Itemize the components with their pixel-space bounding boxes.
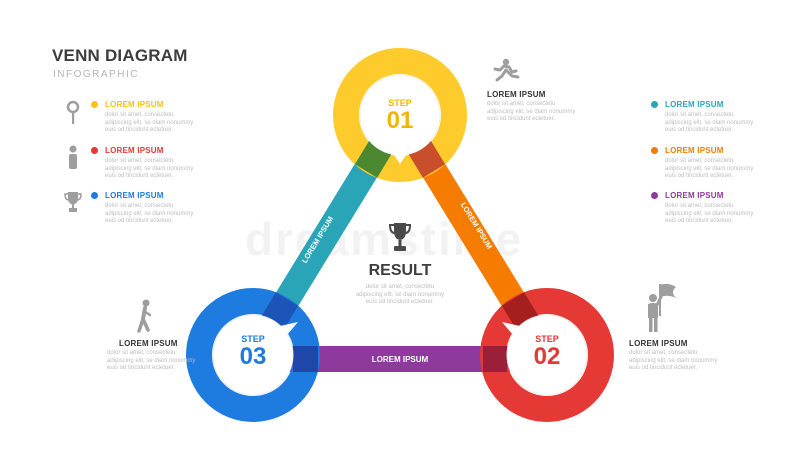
page-subtitle: INFOGRAPHIC <box>53 69 139 80</box>
body-line: dolor sit amet, consectetu <box>105 112 174 118</box>
body-line: adipiscing elit, se diam nonummy <box>107 357 196 364</box>
right-item-3-label: LOREM IPSUM <box>665 191 724 200</box>
step-02-label-group: STEP 02 <box>507 334 587 370</box>
right-item-1-body: dolor sit amet, consectetu adipiscing el… <box>665 112 753 135</box>
body-line: dolor sit amet, consectetu <box>665 158 734 164</box>
body-line: euis od tincidunt ectetuer. <box>629 365 698 371</box>
body-line: euis od tincidunt ectetuer. <box>105 127 174 133</box>
step-02-label: STEP <box>535 334 559 344</box>
flag-person-icon <box>648 283 676 332</box>
result-trophy-icon <box>388 223 412 251</box>
body-line: dolor sit amet, consectetu <box>629 350 698 356</box>
result-body-line: adipiscing elit, se diam nonummy <box>355 291 445 298</box>
left-item-3-body: dolor sit amet, consectetu adipiscing el… <box>105 203 193 226</box>
note-left-label: LOREM IPSUM <box>119 339 178 348</box>
legend-dot-blue <box>91 192 98 199</box>
connector-label-bottom: LOREM IPSUM <box>372 355 429 364</box>
step-disc-01 <box>359 74 441 164</box>
left-item-2-body: dolor sit amet, consectetu adipiscing el… <box>105 158 193 181</box>
note-left-body: dolor sit amet, consectetu adipiscing el… <box>107 350 195 373</box>
step-01-label-group: STEP 01 <box>360 98 440 134</box>
body-line: adipiscing elit, se diam nonummy <box>105 210 194 217</box>
step-02-number: 02 <box>533 343 561 370</box>
right-item-3-body: dolor sit amet, consectetu adipiscing el… <box>665 203 753 226</box>
magnifier-icon <box>66 100 80 124</box>
runner-icon <box>493 58 520 82</box>
body-line: adipiscing elit, se diam nonummy <box>665 119 754 126</box>
step-disc-03 <box>212 314 298 396</box>
body-line: adipiscing elit, se diam nonummy <box>487 108 576 115</box>
right-item-1-label: LOREM IPSUM <box>665 100 724 109</box>
left-item-2-label: LOREM IPSUM <box>105 146 164 155</box>
body-line: adipiscing elit, se diam nonummy <box>105 165 194 172</box>
left-item-1-label: LOREM IPSUM <box>105 100 164 109</box>
note-right-label: LOREM IPSUM <box>629 339 688 348</box>
legend-dot-orange <box>651 147 658 154</box>
left-item-3-label: LOREM IPSUM <box>105 191 164 200</box>
person-icon <box>69 145 77 169</box>
body-line: dolor sit amet, consectetu <box>105 158 174 164</box>
left-item-1-body: dolor sit amet, consectetu adipiscing el… <box>105 112 193 135</box>
body-line: euis od tincidunt ectetuer. <box>105 218 174 224</box>
body-line: dolor sit amet, consectetu <box>107 350 176 356</box>
body-line: adipiscing elit, se diam nonummy <box>665 210 754 217</box>
body-line: adipiscing elit, se diam nonummy <box>105 119 194 126</box>
body-line: dolor sit amet, consectetu <box>665 203 734 209</box>
result-body-line: euis od tincidunt ectetuer. <box>365 299 435 305</box>
walker-icon <box>137 299 152 333</box>
result-body: dolor sit amet, consectetu adipiscing el… <box>330 284 470 307</box>
note-right-body: dolor sit amet, consectetu adipiscing el… <box>629 350 717 373</box>
body-line: euis od tincidunt ectetuer. <box>665 127 734 133</box>
step-03-label-group: STEP 03 <box>213 334 293 370</box>
step-01-number: 01 <box>386 107 414 134</box>
right-item-2-body: dolor sit amet, consectetu adipiscing el… <box>665 158 753 181</box>
note-top-label: LOREM IPSUM <box>487 90 546 99</box>
legend-dot-teal <box>651 101 658 108</box>
step-disc-02 <box>502 314 588 396</box>
body-line: adipiscing elit, se diam nonummy <box>665 165 754 172</box>
body-line: dolor sit amet, consectetu <box>105 203 174 209</box>
body-line: dolor sit amet, consectetu <box>665 112 734 118</box>
legend-dot-purple <box>651 192 658 199</box>
page-title: VENN DIAGRAM <box>52 46 188 65</box>
body-line: dolor sit amet, consectetu <box>487 101 556 107</box>
body-line: euis od tincidunt ectetuer. <box>107 365 176 371</box>
step-03-label: STEP <box>241 334 265 344</box>
note-top-body: dolor sit amet, consectetu adipiscing el… <box>487 101 575 124</box>
step-03-number: 03 <box>239 343 267 370</box>
body-line: euis od tincidunt ectetuer. <box>487 116 556 122</box>
body-line: euis od tincidunt ectetuer. <box>105 173 174 179</box>
body-line: adipiscing elit, se diam nonummy <box>629 357 718 364</box>
result-title: RESULT <box>368 262 432 279</box>
legend-dot-red <box>91 147 98 154</box>
body-line: euis od tincidunt ectetuer. <box>665 218 734 224</box>
step-01-label: STEP <box>388 98 412 108</box>
step-ring-01 <box>333 48 467 182</box>
right-item-2-label: LOREM IPSUM <box>665 146 724 155</box>
result-body-line: dolor sit amet, consectetu <box>365 284 435 290</box>
trophy-icon <box>64 192 82 212</box>
legend-dot-yellow <box>91 101 98 108</box>
body-line: euis od tincidunt ectetuer. <box>665 173 734 179</box>
